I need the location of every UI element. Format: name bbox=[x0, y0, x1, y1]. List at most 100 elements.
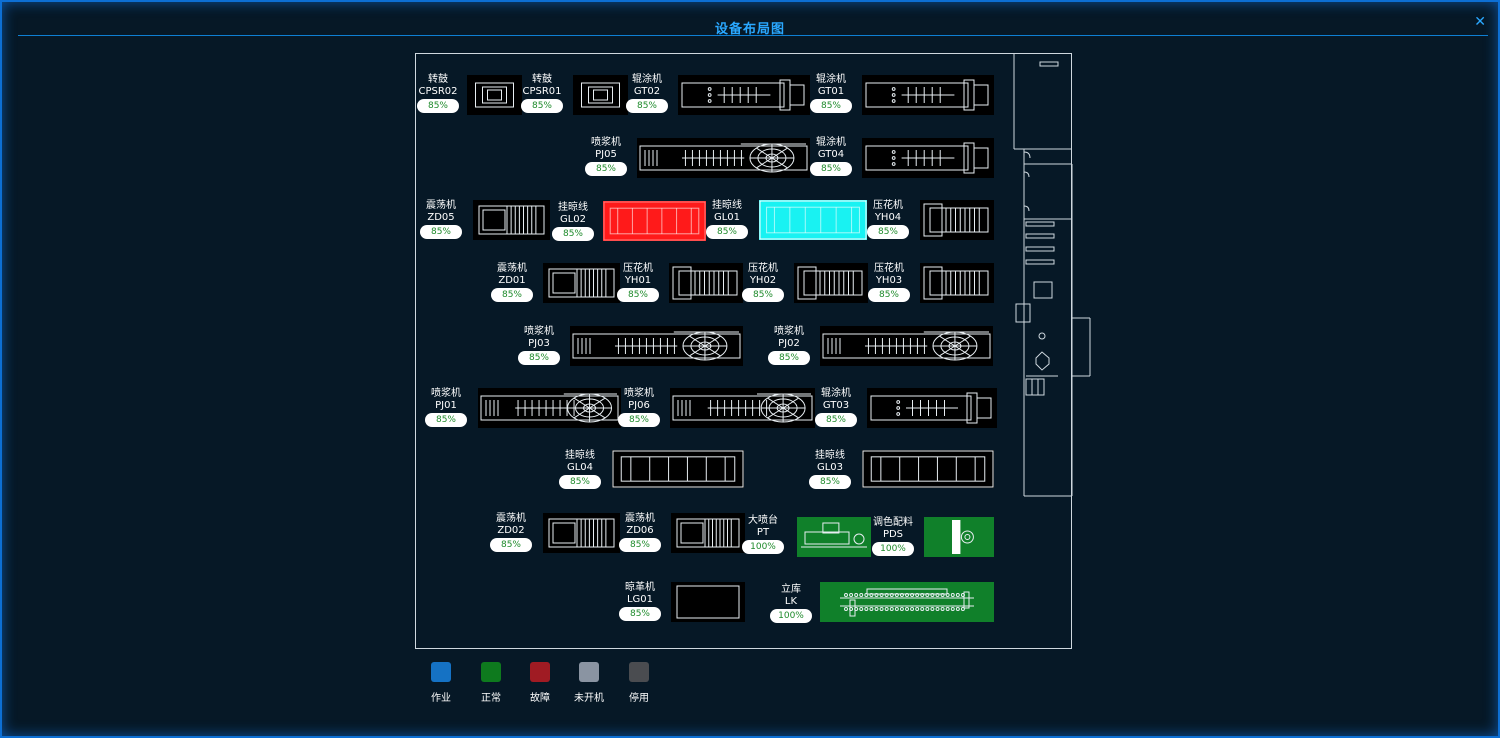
equipment-name: 喷浆机 bbox=[591, 137, 621, 148]
utilization-badge[interactable]: 85% bbox=[619, 607, 661, 621]
vibrator-icon[interactable] bbox=[543, 513, 620, 553]
equipment-name: 转鼓 bbox=[532, 74, 552, 85]
spray-machine-icon[interactable] bbox=[570, 326, 743, 366]
utilization-badge[interactable]: 85% bbox=[810, 99, 852, 113]
utilization-badge[interactable]: 85% bbox=[868, 288, 910, 302]
vibrator-icon[interactable] bbox=[543, 263, 620, 303]
utilization-badge[interactable]: 85% bbox=[617, 288, 659, 302]
utilization-badge[interactable]: 85% bbox=[425, 413, 467, 427]
equipment-name: 喷浆机 bbox=[774, 326, 804, 337]
spray-machine-icon[interactable] bbox=[820, 326, 993, 366]
drum-icon[interactable] bbox=[467, 75, 522, 115]
embosser-icon[interactable] bbox=[669, 263, 743, 303]
legend-swatch bbox=[481, 662, 501, 682]
title-divider bbox=[18, 35, 1488, 36]
utilization-badge[interactable]: 100% bbox=[872, 542, 914, 556]
hanging-line-icon[interactable] bbox=[862, 450, 994, 488]
spray-table-icon[interactable] bbox=[797, 517, 871, 557]
utilization-badge[interactable]: 85% bbox=[521, 99, 563, 113]
equipment-code: GT04 bbox=[817, 149, 845, 160]
equipment-code: GT01 bbox=[817, 86, 845, 97]
legend-swatch bbox=[579, 662, 599, 682]
leather-dryer-icon[interactable] bbox=[671, 582, 745, 622]
equipment-code: ZD06 bbox=[626, 525, 654, 536]
equipment-code: LK bbox=[784, 596, 798, 607]
equipment-name: 震荡机 bbox=[496, 513, 526, 524]
equipment-name: 挂晾线 bbox=[558, 202, 588, 213]
equipment-code: YH03 bbox=[875, 275, 903, 286]
utilization-badge[interactable]: 85% bbox=[619, 538, 661, 552]
utilization-badge[interactable]: 85% bbox=[809, 475, 851, 489]
legend-label: 未开机 bbox=[574, 693, 604, 704]
warehouse-icon[interactable] bbox=[820, 582, 994, 622]
equipment-code: PJ06 bbox=[628, 400, 650, 411]
equipment-name: 震荡机 bbox=[625, 513, 655, 524]
utilization-badge[interactable]: 85% bbox=[706, 225, 748, 239]
vibrator-icon[interactable] bbox=[671, 513, 745, 553]
utilization-badge[interactable]: 85% bbox=[490, 538, 532, 552]
equipment-name: 震荡机 bbox=[426, 200, 456, 211]
equipment-name: 喷浆机 bbox=[624, 388, 654, 399]
equipment-name: 震荡机 bbox=[497, 263, 527, 274]
embosser-icon[interactable] bbox=[920, 200, 994, 240]
utilization-badge[interactable]: 85% bbox=[552, 227, 594, 241]
equipment-code: GL03 bbox=[816, 462, 844, 473]
equipment-name: 压花机 bbox=[748, 263, 778, 274]
embosser-icon[interactable] bbox=[794, 263, 868, 303]
equipment-name: 压花机 bbox=[874, 263, 904, 274]
utilization-badge[interactable]: 85% bbox=[491, 288, 533, 302]
utilization-badge[interactable]: 85% bbox=[815, 413, 857, 427]
roller-coater-icon[interactable] bbox=[867, 388, 997, 428]
roller-coater-icon[interactable] bbox=[862, 138, 994, 178]
equipment-name: 辊涂机 bbox=[821, 388, 851, 399]
utilization-badge[interactable]: 85% bbox=[626, 99, 668, 113]
color-mixing-icon[interactable] bbox=[924, 517, 994, 557]
roller-coater-icon[interactable] bbox=[862, 75, 994, 115]
equipment-code: PJ05 bbox=[595, 149, 617, 160]
utilization-badge[interactable]: 85% bbox=[417, 99, 459, 113]
close-icon[interactable]: ✕ bbox=[1474, 14, 1486, 30]
equipment-name: 喷浆机 bbox=[431, 388, 461, 399]
equipment-name: 压花机 bbox=[623, 263, 653, 274]
drum-icon[interactable] bbox=[573, 75, 628, 115]
equipment-code: CPSR02 bbox=[418, 86, 458, 97]
equipment-code: ZD02 bbox=[497, 525, 525, 536]
utilization-badge[interactable]: 100% bbox=[770, 609, 812, 623]
hanging-line-icon[interactable] bbox=[759, 200, 867, 240]
roller-coater-icon[interactable] bbox=[678, 75, 810, 115]
equipment-name: 转鼓 bbox=[428, 74, 448, 85]
vibrator-icon[interactable] bbox=[473, 200, 550, 240]
equipment-code: ZD05 bbox=[427, 212, 455, 223]
equipment-code: GL04 bbox=[566, 462, 594, 473]
equipment-name: 压花机 bbox=[873, 200, 903, 211]
equipment-name: 辊涂机 bbox=[816, 74, 846, 85]
equipment-name: 调色配料 bbox=[873, 517, 913, 528]
utilization-badge[interactable]: 85% bbox=[585, 162, 627, 176]
utilization-badge[interactable]: 85% bbox=[518, 351, 560, 365]
equipment-code: GT02 bbox=[633, 86, 661, 97]
legend-label: 正常 bbox=[481, 693, 501, 704]
equipment-name: 挂晾线 bbox=[712, 200, 742, 211]
equipment-name: 立库 bbox=[781, 584, 801, 595]
hanging-line-icon[interactable] bbox=[612, 450, 744, 488]
equipment-code: PJ02 bbox=[778, 338, 800, 349]
equipment-name: 晾革机 bbox=[625, 582, 655, 593]
legend-swatch bbox=[431, 662, 451, 682]
hanging-line-icon[interactable] bbox=[603, 201, 706, 241]
utilization-badge[interactable]: 85% bbox=[742, 288, 784, 302]
equipment-code: PT bbox=[756, 527, 770, 538]
legend-swatch bbox=[629, 662, 649, 682]
spray-machine-icon[interactable] bbox=[637, 138, 810, 178]
utilization-badge[interactable]: 100% bbox=[742, 540, 784, 554]
spray-machine-icon[interactable] bbox=[478, 388, 621, 428]
utilization-badge[interactable]: 85% bbox=[867, 225, 909, 239]
utilization-badge[interactable]: 85% bbox=[618, 413, 660, 427]
equipment-code: GL02 bbox=[559, 214, 587, 225]
utilization-badge[interactable]: 85% bbox=[420, 225, 462, 239]
utilization-badge[interactable]: 85% bbox=[768, 351, 810, 365]
utilization-badge[interactable]: 85% bbox=[810, 162, 852, 176]
embosser-icon[interactable] bbox=[920, 263, 994, 303]
spray-machine-icon[interactable] bbox=[670, 388, 815, 428]
equipment-code: GT03 bbox=[822, 400, 850, 411]
utilization-badge[interactable]: 85% bbox=[559, 475, 601, 489]
